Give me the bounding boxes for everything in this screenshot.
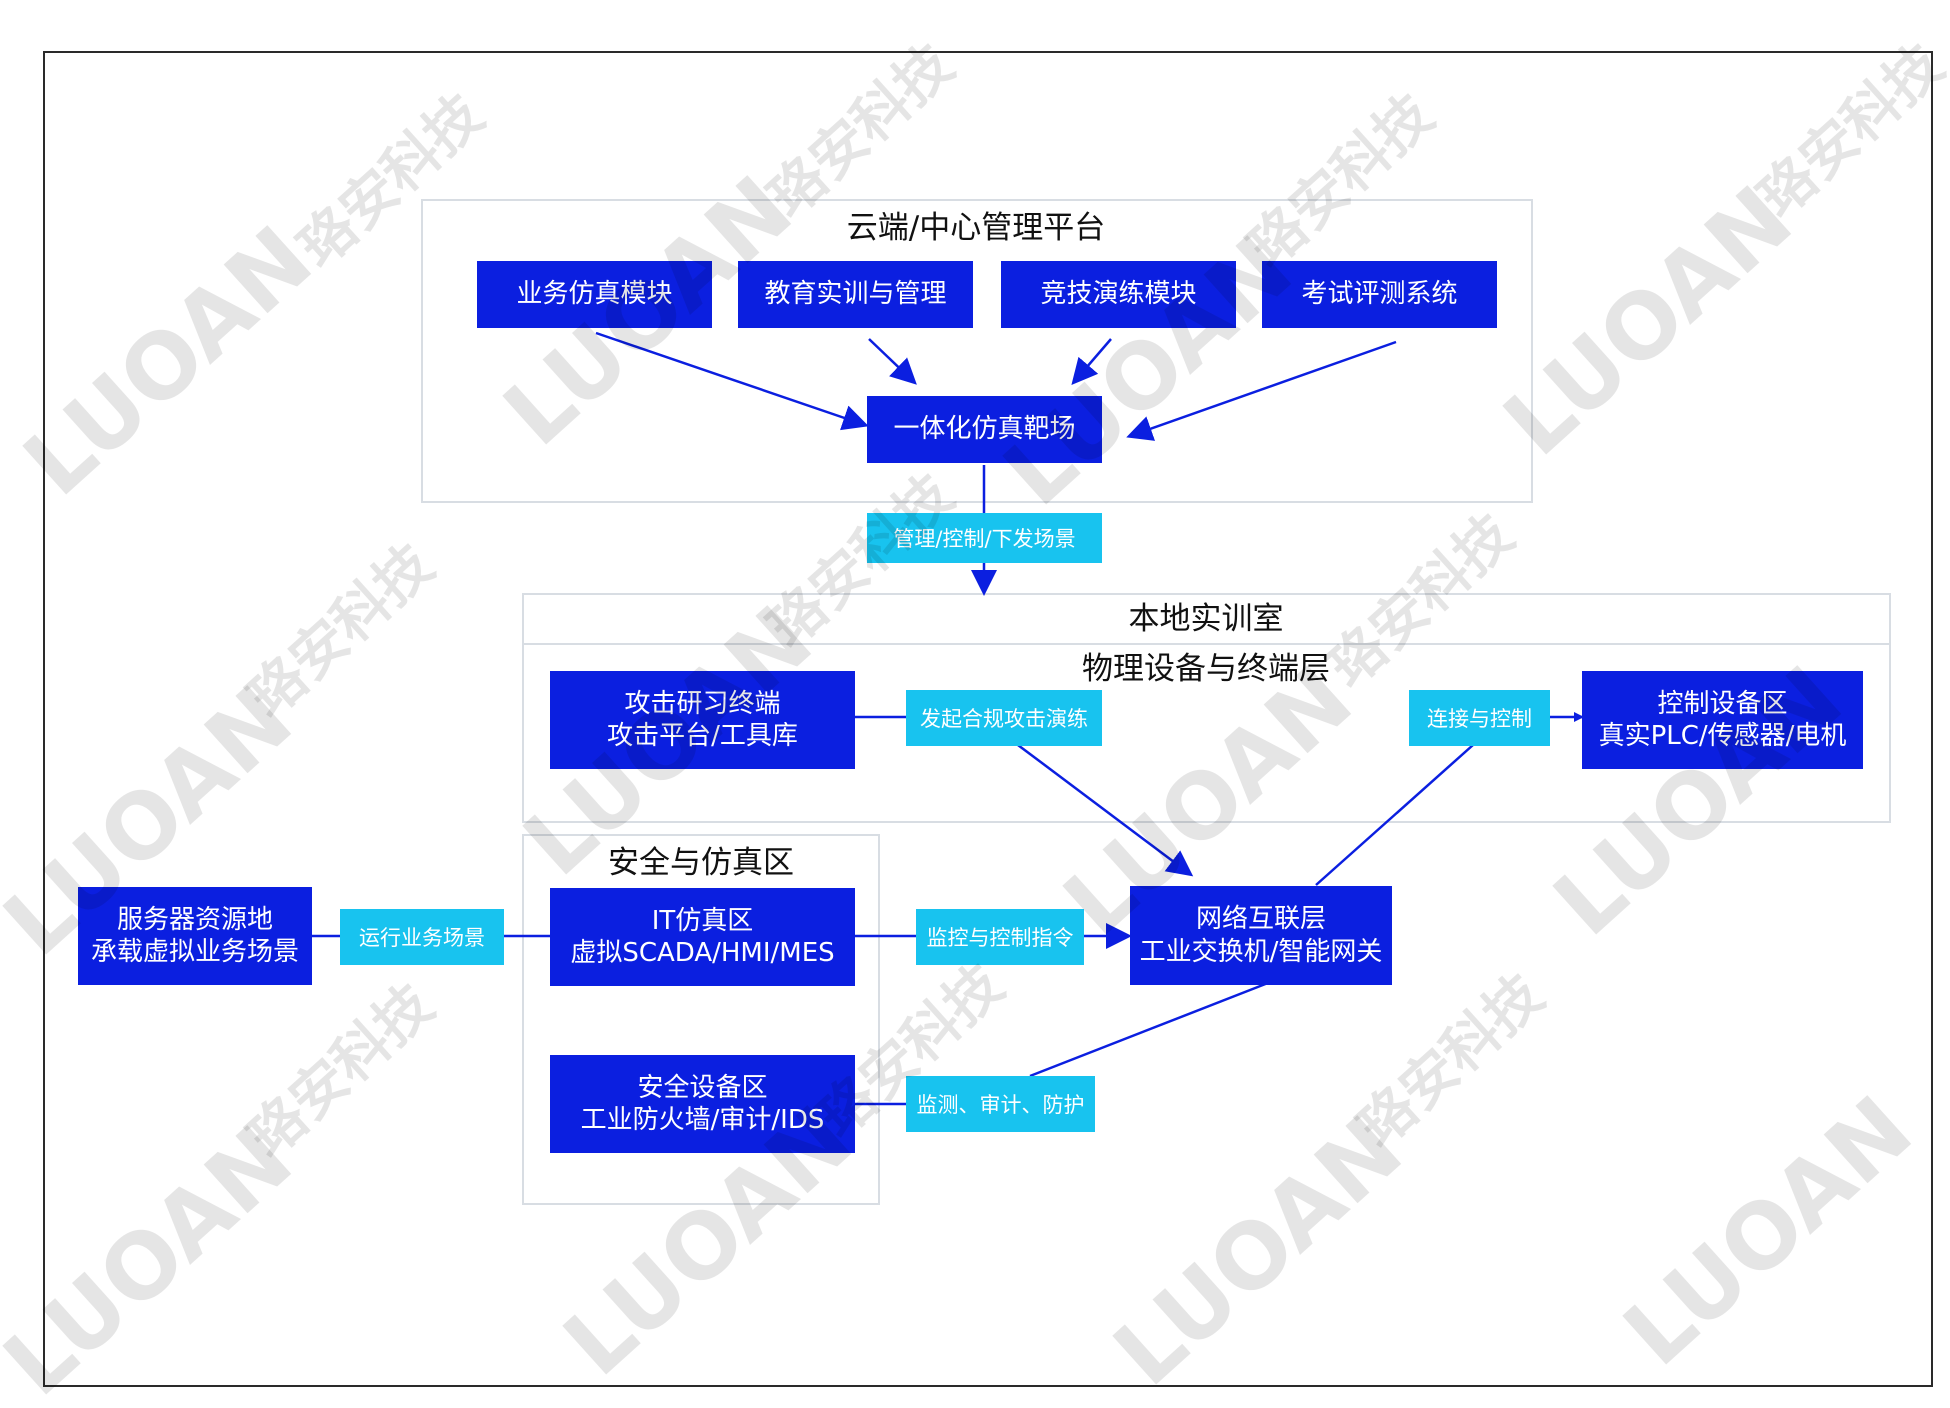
exam-evaluation-system[interactable]: 考试评测系统	[1262, 261, 1497, 328]
attack-terminal[interactable]: 攻击研习终端 攻击平台/工具库	[550, 671, 855, 769]
physical-layer-title: 物理设备与终端层	[1082, 651, 1330, 687]
integrated-cyber-range[interactable]: 一体化仿真靶场	[867, 396, 1102, 463]
it-zone-desc: 虚拟SCADA/HMI/MES	[570, 938, 835, 968]
security-sim-title: 安全与仿真区	[608, 845, 794, 881]
control-device-zone[interactable]: 控制设备区 真实PLC/传感器/电机	[1582, 671, 1863, 769]
attack-terminal-title: 攻击研习终端	[624, 688, 781, 719]
run-scenario-label: 运行业务场景	[340, 909, 504, 965]
business-sim-module[interactable]: 业务仿真模块	[477, 261, 712, 328]
network-desc: 工业交换机/智能网关	[1139, 936, 1383, 967]
server-resource-pool[interactable]: 服务器资源地 承载虚拟业务场景	[78, 887, 312, 985]
monitor-control-label: 监控与控制指令	[916, 909, 1084, 965]
it-sim-zone[interactable]: IT仿真区 虚拟SCADA/HMI/MES	[550, 888, 855, 986]
attack-terminal-desc: 攻击平台/工具库	[607, 721, 798, 751]
security-zone-title: 安全设备区	[637, 1072, 768, 1103]
connect-control-label: 连接与控制	[1409, 690, 1550, 746]
security-zone-desc: 工业防火墙/审计/IDS	[580, 1105, 825, 1135]
competition-drill-module[interactable]: 竞技演练模块	[1001, 261, 1236, 328]
cloud-platform-region	[421, 199, 1533, 503]
control-zone-title: 控制设备区	[1657, 688, 1788, 719]
local-lab-title: 本地实训室	[1128, 601, 1284, 637]
network-title: 网络互联层	[1195, 904, 1326, 934]
cloud-platform-title: 云端/中心管理平台	[846, 210, 1106, 246]
network-interconnect-layer[interactable]: 网络互联层 工业交换机/智能网关	[1130, 886, 1392, 985]
diagram-frame	[43, 51, 1933, 1387]
physical-layer-divider	[522, 643, 1891, 645]
security-device-zone[interactable]: 安全设备区 工业防火墙/审计/IDS	[550, 1055, 855, 1153]
downlink-label: 管理/控制/下发场景	[867, 513, 1102, 563]
education-training-module[interactable]: 教育实训与管理	[738, 261, 973, 328]
attack-drill-label: 发起合规攻击演练	[906, 690, 1102, 746]
local-lab-region	[522, 593, 1891, 823]
server-title: 服务器资源地	[116, 904, 273, 935]
audit-protect-label: 监测、审计、防护	[906, 1076, 1095, 1132]
control-zone-desc: 真实PLC/传感器/电机	[1598, 721, 1847, 751]
it-zone-title: IT仿真区	[651, 905, 754, 936]
server-desc: 承载虚拟业务场景	[90, 937, 299, 967]
security-sim-region	[522, 834, 880, 1205]
